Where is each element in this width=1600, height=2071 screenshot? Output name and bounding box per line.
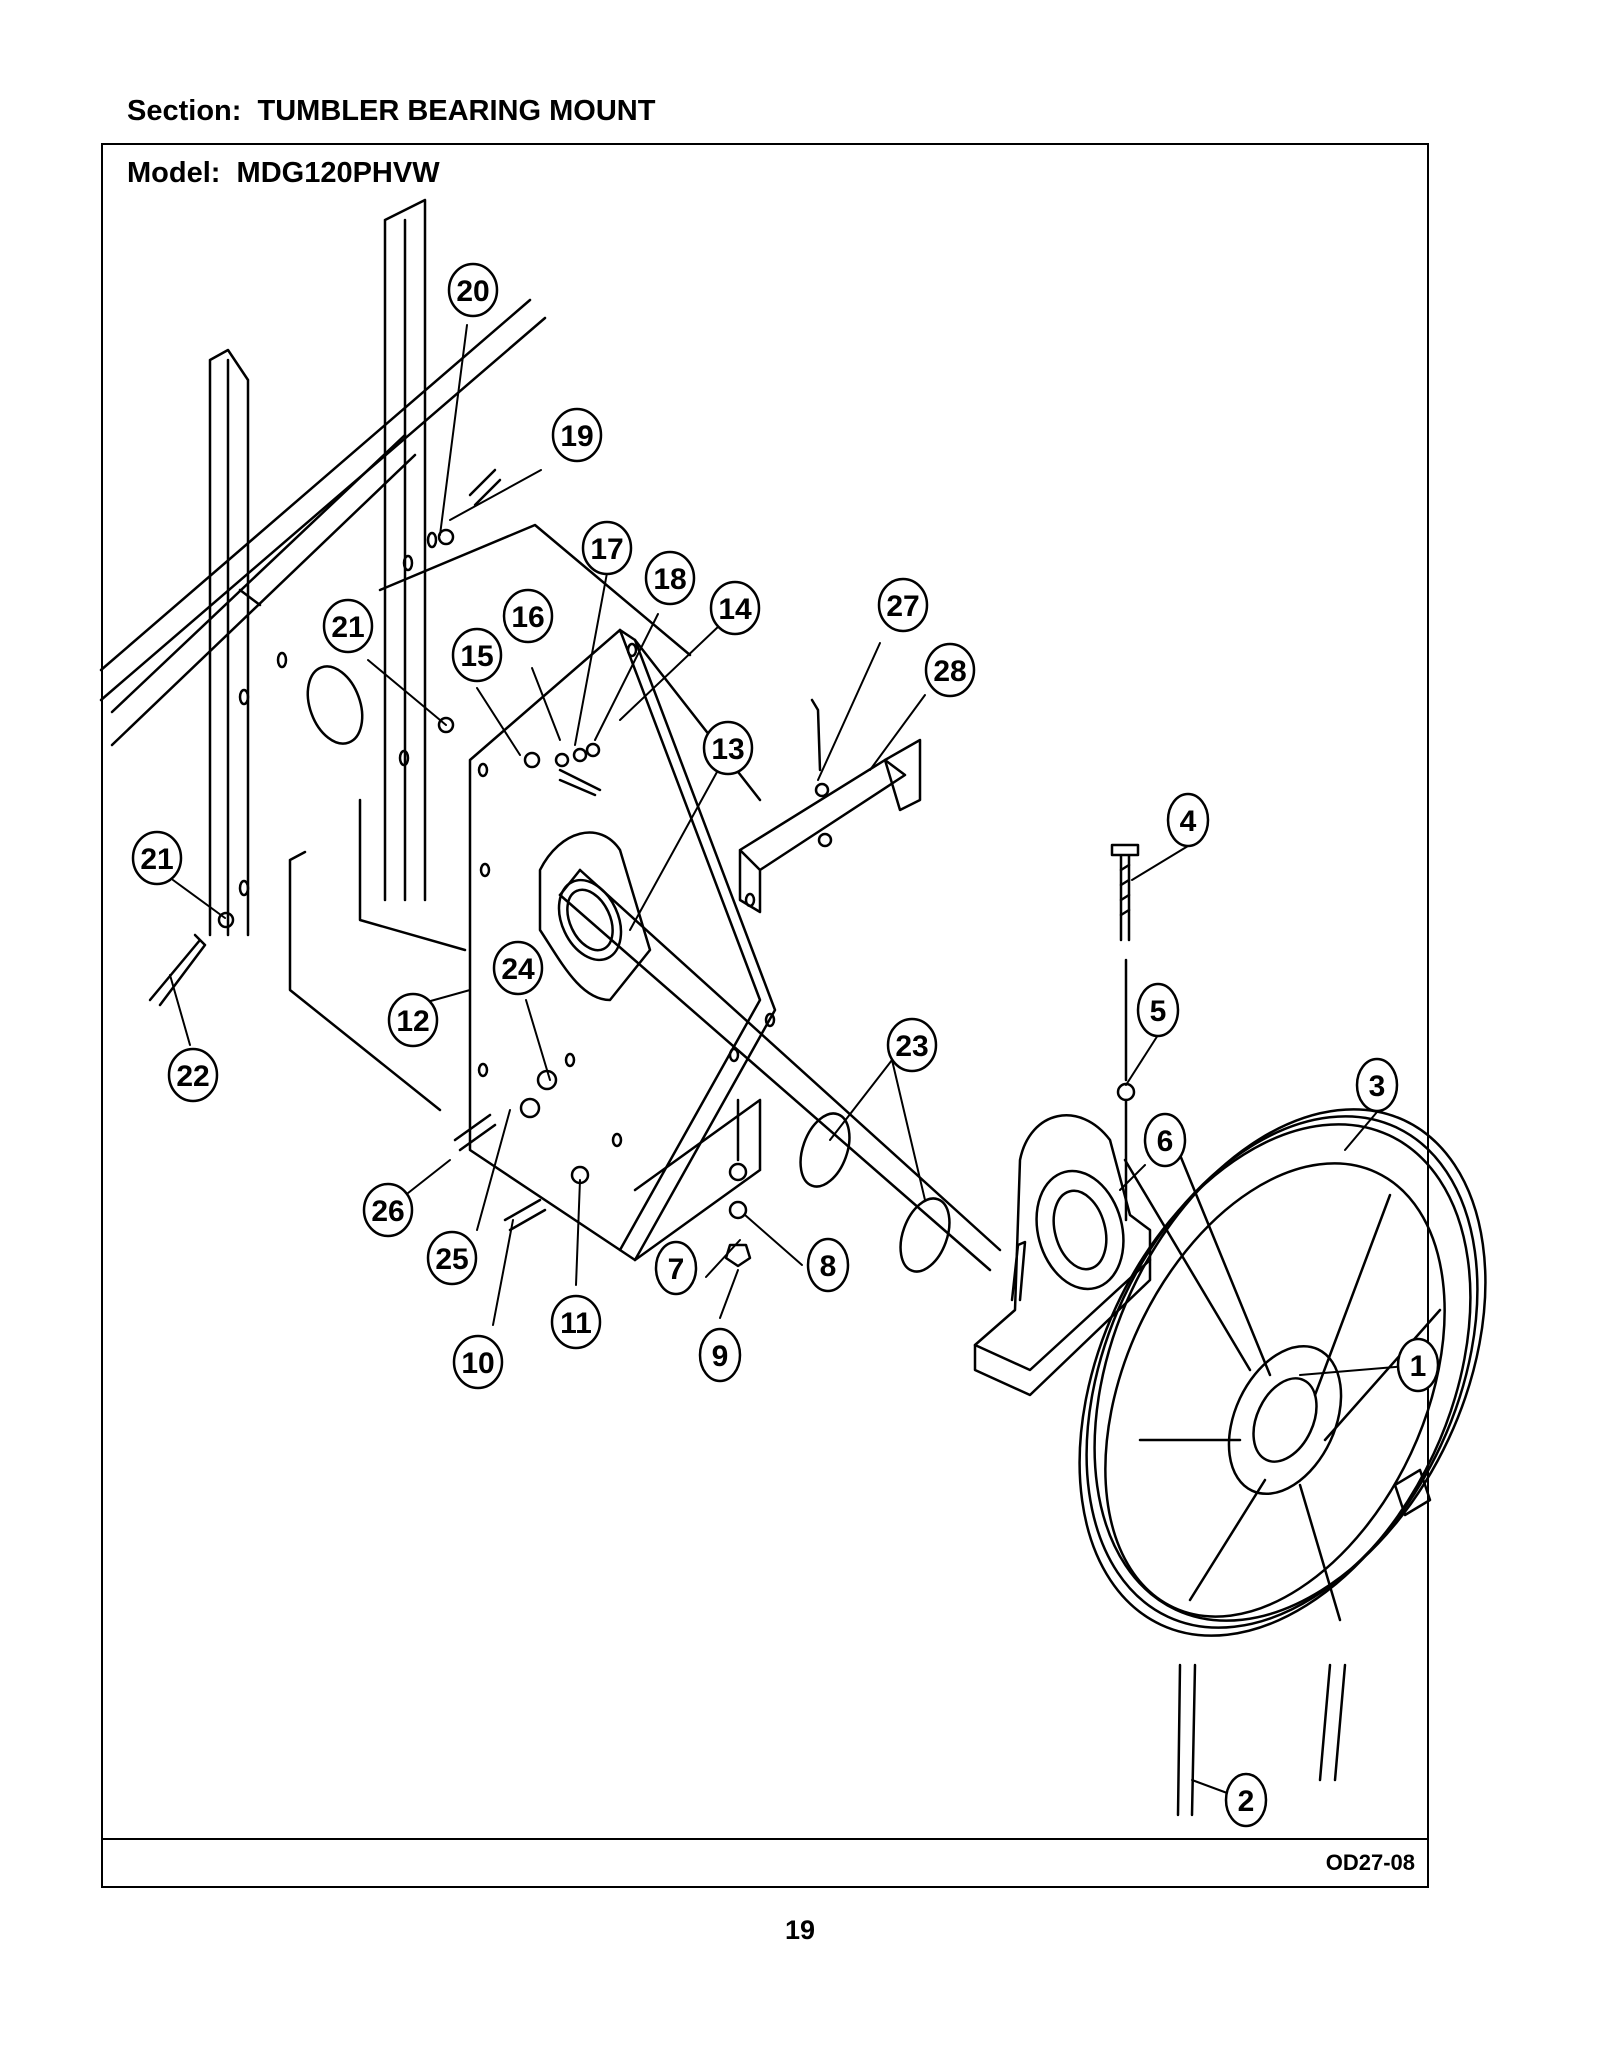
callout-23-label: 23 [895, 1030, 928, 1063]
callout-22-label: 22 [176, 1060, 209, 1093]
footer-divider [103, 1838, 1427, 1840]
callout-6-label: 6 [1157, 1125, 1174, 1158]
callout-20: 20 [447, 262, 499, 318]
sheave-pulley [1078, 1108, 1487, 1817]
callout-11: 11 [550, 1294, 602, 1350]
callout-25: 25 [426, 1230, 478, 1286]
bearing-bracket [468, 628, 777, 1262]
drawing-code: OD27-08 [1325, 1850, 1415, 1875]
callout-17: 17 [581, 520, 633, 576]
callout-12: 12 [387, 992, 439, 1048]
frame-rails [99, 198, 547, 937]
callout-12-label: 12 [396, 1005, 429, 1038]
diagram-frame: Model: MDG120PHVW OD27-08 [101, 143, 1429, 1888]
callout-16-label: 16 [511, 601, 544, 634]
callout-21-upper-label: 21 [331, 611, 364, 644]
callout-22: 22 [167, 1047, 219, 1103]
callout-13-label: 13 [711, 733, 744, 766]
callout-17-label: 17 [590, 533, 623, 566]
callout-6: 6 [1143, 1112, 1187, 1168]
callout-11-label: 11 [560, 1307, 592, 1340]
panel-outline [288, 523, 692, 1112]
model-title: Model: MDG120PHVW [127, 157, 440, 189]
callout-2: 2 [1224, 1772, 1268, 1828]
shaft-axis [148, 868, 1002, 1272]
pillow-block-bearing [973, 1114, 1152, 1397]
callout-5-label: 5 [1150, 995, 1167, 1028]
callout-26-label: 26 [371, 1195, 404, 1228]
leader-lines [169, 324, 1419, 1801]
callout-10: 10 [452, 1334, 504, 1390]
callout-28: 28 [924, 642, 976, 698]
callout-26: 26 [362, 1182, 414, 1238]
callout-16: 16 [502, 588, 554, 644]
snap-rings [799, 1112, 951, 1273]
callout-10-label: 10 [461, 1347, 494, 1380]
callout-5: 5 [1136, 982, 1180, 1038]
callout-8-label: 8 [820, 1250, 837, 1283]
fasteners [217, 468, 1140, 1268]
page-number: 19 [784, 1915, 816, 1945]
callout-9: 9 [698, 1327, 742, 1383]
callout-4: 4 [1166, 792, 1210, 848]
callout-21-lower-label: 21 [140, 843, 173, 876]
callout-3: 3 [1355, 1057, 1399, 1113]
callout-14: 14 [709, 580, 761, 636]
callout-24: 24 [492, 940, 544, 996]
callout-19: 19 [551, 407, 603, 463]
callout-19-label: 19 [560, 420, 593, 453]
callout-7-label: 7 [668, 1253, 685, 1286]
callout-15: 15 [451, 627, 503, 683]
callout-21-upper: 21 [322, 598, 374, 654]
callout-13: 13 [702, 720, 754, 776]
callout-1: 1 [1396, 1337, 1440, 1393]
sensor-bracket [738, 698, 922, 914]
callout-7: 7 [654, 1240, 698, 1296]
callout-21-lower: 21 [131, 830, 183, 886]
callout-24-label: 24 [501, 953, 535, 986]
callout-27: 27 [877, 577, 929, 633]
callout-4-label: 4 [1180, 805, 1197, 838]
callout-2-label: 2 [1238, 1785, 1255, 1818]
callout-28-label: 28 [933, 655, 966, 688]
callout-1-label: 1 [1410, 1350, 1427, 1383]
callout-18: 18 [644, 550, 696, 606]
callout-14-label: 14 [718, 593, 752, 626]
callout-27-label: 27 [886, 590, 919, 623]
callout-3-label: 3 [1369, 1070, 1386, 1103]
callout-25-label: 25 [435, 1243, 468, 1276]
callout-23: 23 [886, 1017, 938, 1073]
callout-9-label: 9 [712, 1340, 729, 1373]
callout-18-label: 18 [653, 563, 686, 596]
callout-8: 8 [806, 1237, 850, 1293]
callout-20-label: 20 [456, 275, 489, 308]
section-title: Section: TUMBLER BEARING MOUNT [127, 95, 656, 127]
callout-15-label: 15 [460, 640, 493, 673]
